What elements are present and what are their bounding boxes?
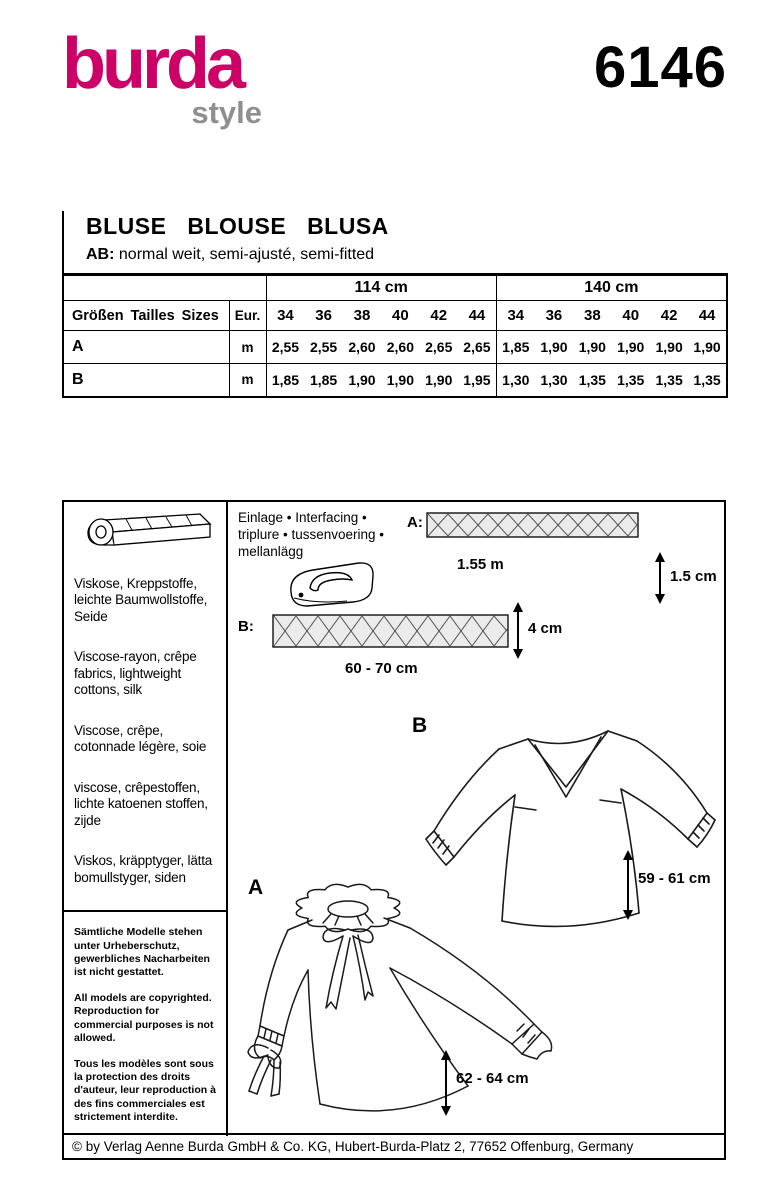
yardage-cell: 2,55 — [304, 330, 343, 364]
yardage-cell: 2,65 — [419, 330, 458, 364]
size-cell: 38 — [342, 300, 382, 331]
fabric-text-sv: Viskos, kräpptyger, lätta bomullstyger, … — [74, 853, 213, 885]
size-cell: 34 — [495, 300, 535, 331]
size-cell: 44 — [457, 300, 497, 331]
sizes-header: Größen Tailles Sizes — [63, 300, 229, 331]
yardage-cell: 1,30 — [540, 371, 568, 388]
view-b-label: B — [412, 714, 428, 737]
copyright-text-de: Sämtliche Modelle stehen unter Urhebersc… — [74, 926, 210, 979]
double-arrow-icon — [623, 850, 633, 920]
yardage-cell: 1,90 — [348, 371, 376, 388]
fabric-bolt-icon — [87, 513, 212, 546]
unit-cell: m — [228, 330, 267, 364]
size-cell: 40 — [381, 300, 420, 331]
yardage-cell: 1,90 — [611, 330, 650, 364]
copyright-text-fr: Tous les modèles sont sous la protection… — [74, 1057, 216, 1124]
fabric-text-de: Viskose, Kreppstoffe, leichte Baumwollst… — [74, 576, 208, 624]
view-a-drawing — [247, 883, 553, 1112]
yardage-cell: 1,30 — [495, 363, 535, 397]
brand-logo-sub: style — [191, 95, 262, 130]
fabric-width-114: 114 cm — [265, 274, 497, 301]
unit-header: Eur. — [228, 300, 267, 331]
iron-icon — [290, 562, 374, 607]
yardage-cell: 2,55 — [266, 330, 305, 364]
fabric-text-en: Viscose-rayon, crêpe fabrics, lightweigh… — [74, 649, 197, 698]
yardage-cell: 1,90 — [688, 330, 727, 364]
view-b-drawing — [425, 730, 716, 928]
yardage-cell: 1,35 — [617, 371, 645, 388]
yardage-cell: 1,90 — [649, 330, 689, 364]
view-a-label: A — [248, 876, 264, 899]
yardage-cell: 2,65 — [457, 330, 497, 364]
unit-cell: m — [228, 363, 267, 397]
title-block: BLUSE BLOUSE BLUSA AB: normal weit, semi… — [62, 211, 726, 273]
fabric-text-fr: Viscose, crêpe, cotonnade légère, soie — [74, 722, 207, 755]
table-spacer — [63, 274, 267, 301]
publisher-line: © by Verlag Aenne Burda GmbH & Co. KG, H… — [64, 1133, 724, 1158]
view-row-label: B — [72, 370, 84, 388]
fabric-text-nl: viscose, crêpestoffen, lichte katoenen s… — [74, 779, 208, 828]
double-arrow-icon — [655, 552, 665, 604]
size-cell: 38 — [573, 300, 612, 331]
size-cell: 44 — [688, 300, 727, 331]
interfacing-strip-b-length: 60 - 70 cm — [345, 660, 418, 677]
interfacing-strip-a-length: 1.55 m — [457, 556, 504, 573]
yardage-cell: 1,95 — [463, 371, 491, 388]
fabric-width-140: 140 cm — [495, 274, 727, 301]
yardage-cell: 2,60 — [381, 330, 420, 364]
interfacing-strip-b-width: 4 cm — [528, 620, 563, 637]
double-arrow-icon — [513, 602, 523, 659]
yardage-cell: 1,90 — [425, 371, 453, 388]
size-cell: 42 — [649, 300, 689, 331]
fabric-recommendations: Viskose, Kreppstoffe, leichte Baumwollst… — [64, 502, 228, 1136]
yardage-table: 114 cm 140 cm Größen Tailles Sizes Eur. … — [62, 273, 728, 398]
view-row-label: A — [63, 330, 229, 364]
yardage-cell: 1,85 — [309, 371, 338, 388]
double-arrow-icon — [441, 1050, 451, 1116]
fit-description: AB: normal weit, semi-ajusté, semi-fitte… — [86, 246, 375, 263]
size-cell: 36 — [304, 300, 343, 331]
publisher-text: © by Verlag Aenne Burda GmbH & Co. KG, H… — [72, 1139, 634, 1154]
yardage-cell: 1,35 — [578, 371, 606, 388]
size-cell: 36 — [534, 300, 574, 331]
size-cell: 42 — [419, 300, 458, 331]
garment-title: BLUSE BLOUSE BLUSA — [86, 213, 389, 239]
yardage-cell: 2,60 — [342, 330, 382, 364]
pattern-number: 6146 — [593, 35, 727, 100]
copyright-text-en: All models are copyrighted. Reproduction… — [74, 991, 214, 1045]
brand-logo: burda — [62, 24, 246, 104]
interfacing-strip-a-label: A: — [407, 514, 423, 531]
interfacing-strip-b-label: B: — [238, 618, 254, 635]
yardage-cell: 1,35 — [693, 371, 721, 388]
view-b-length: 59 - 61 cm — [638, 870, 711, 887]
view-a-length: 62 - 64 cm — [456, 1070, 529, 1087]
size-cell: 34 — [266, 300, 305, 331]
yardage-cell: 1,90 — [534, 330, 574, 364]
interfacing-strip-b — [272, 614, 509, 648]
interfacing-strip-a — [426, 512, 639, 538]
size-cell: 40 — [611, 300, 650, 331]
yardage-cell: 1,90 — [573, 330, 612, 364]
interfacing-strip-a-width: 1.5 cm — [670, 568, 717, 585]
yardage-cell: 1,35 — [655, 371, 683, 388]
yardage-cell: 1,85 — [495, 330, 535, 364]
yardage-cell: 1,85 — [271, 371, 300, 388]
divider — [64, 910, 226, 913]
interfacing-heading: Einlage • Interfacing • triplure • tusse… — [238, 510, 385, 559]
instructions-panel: Viskose, Kreppstoffe, leichte Baumwollst… — [62, 500, 726, 1160]
yardage-cell: 1,90 — [386, 371, 414, 388]
